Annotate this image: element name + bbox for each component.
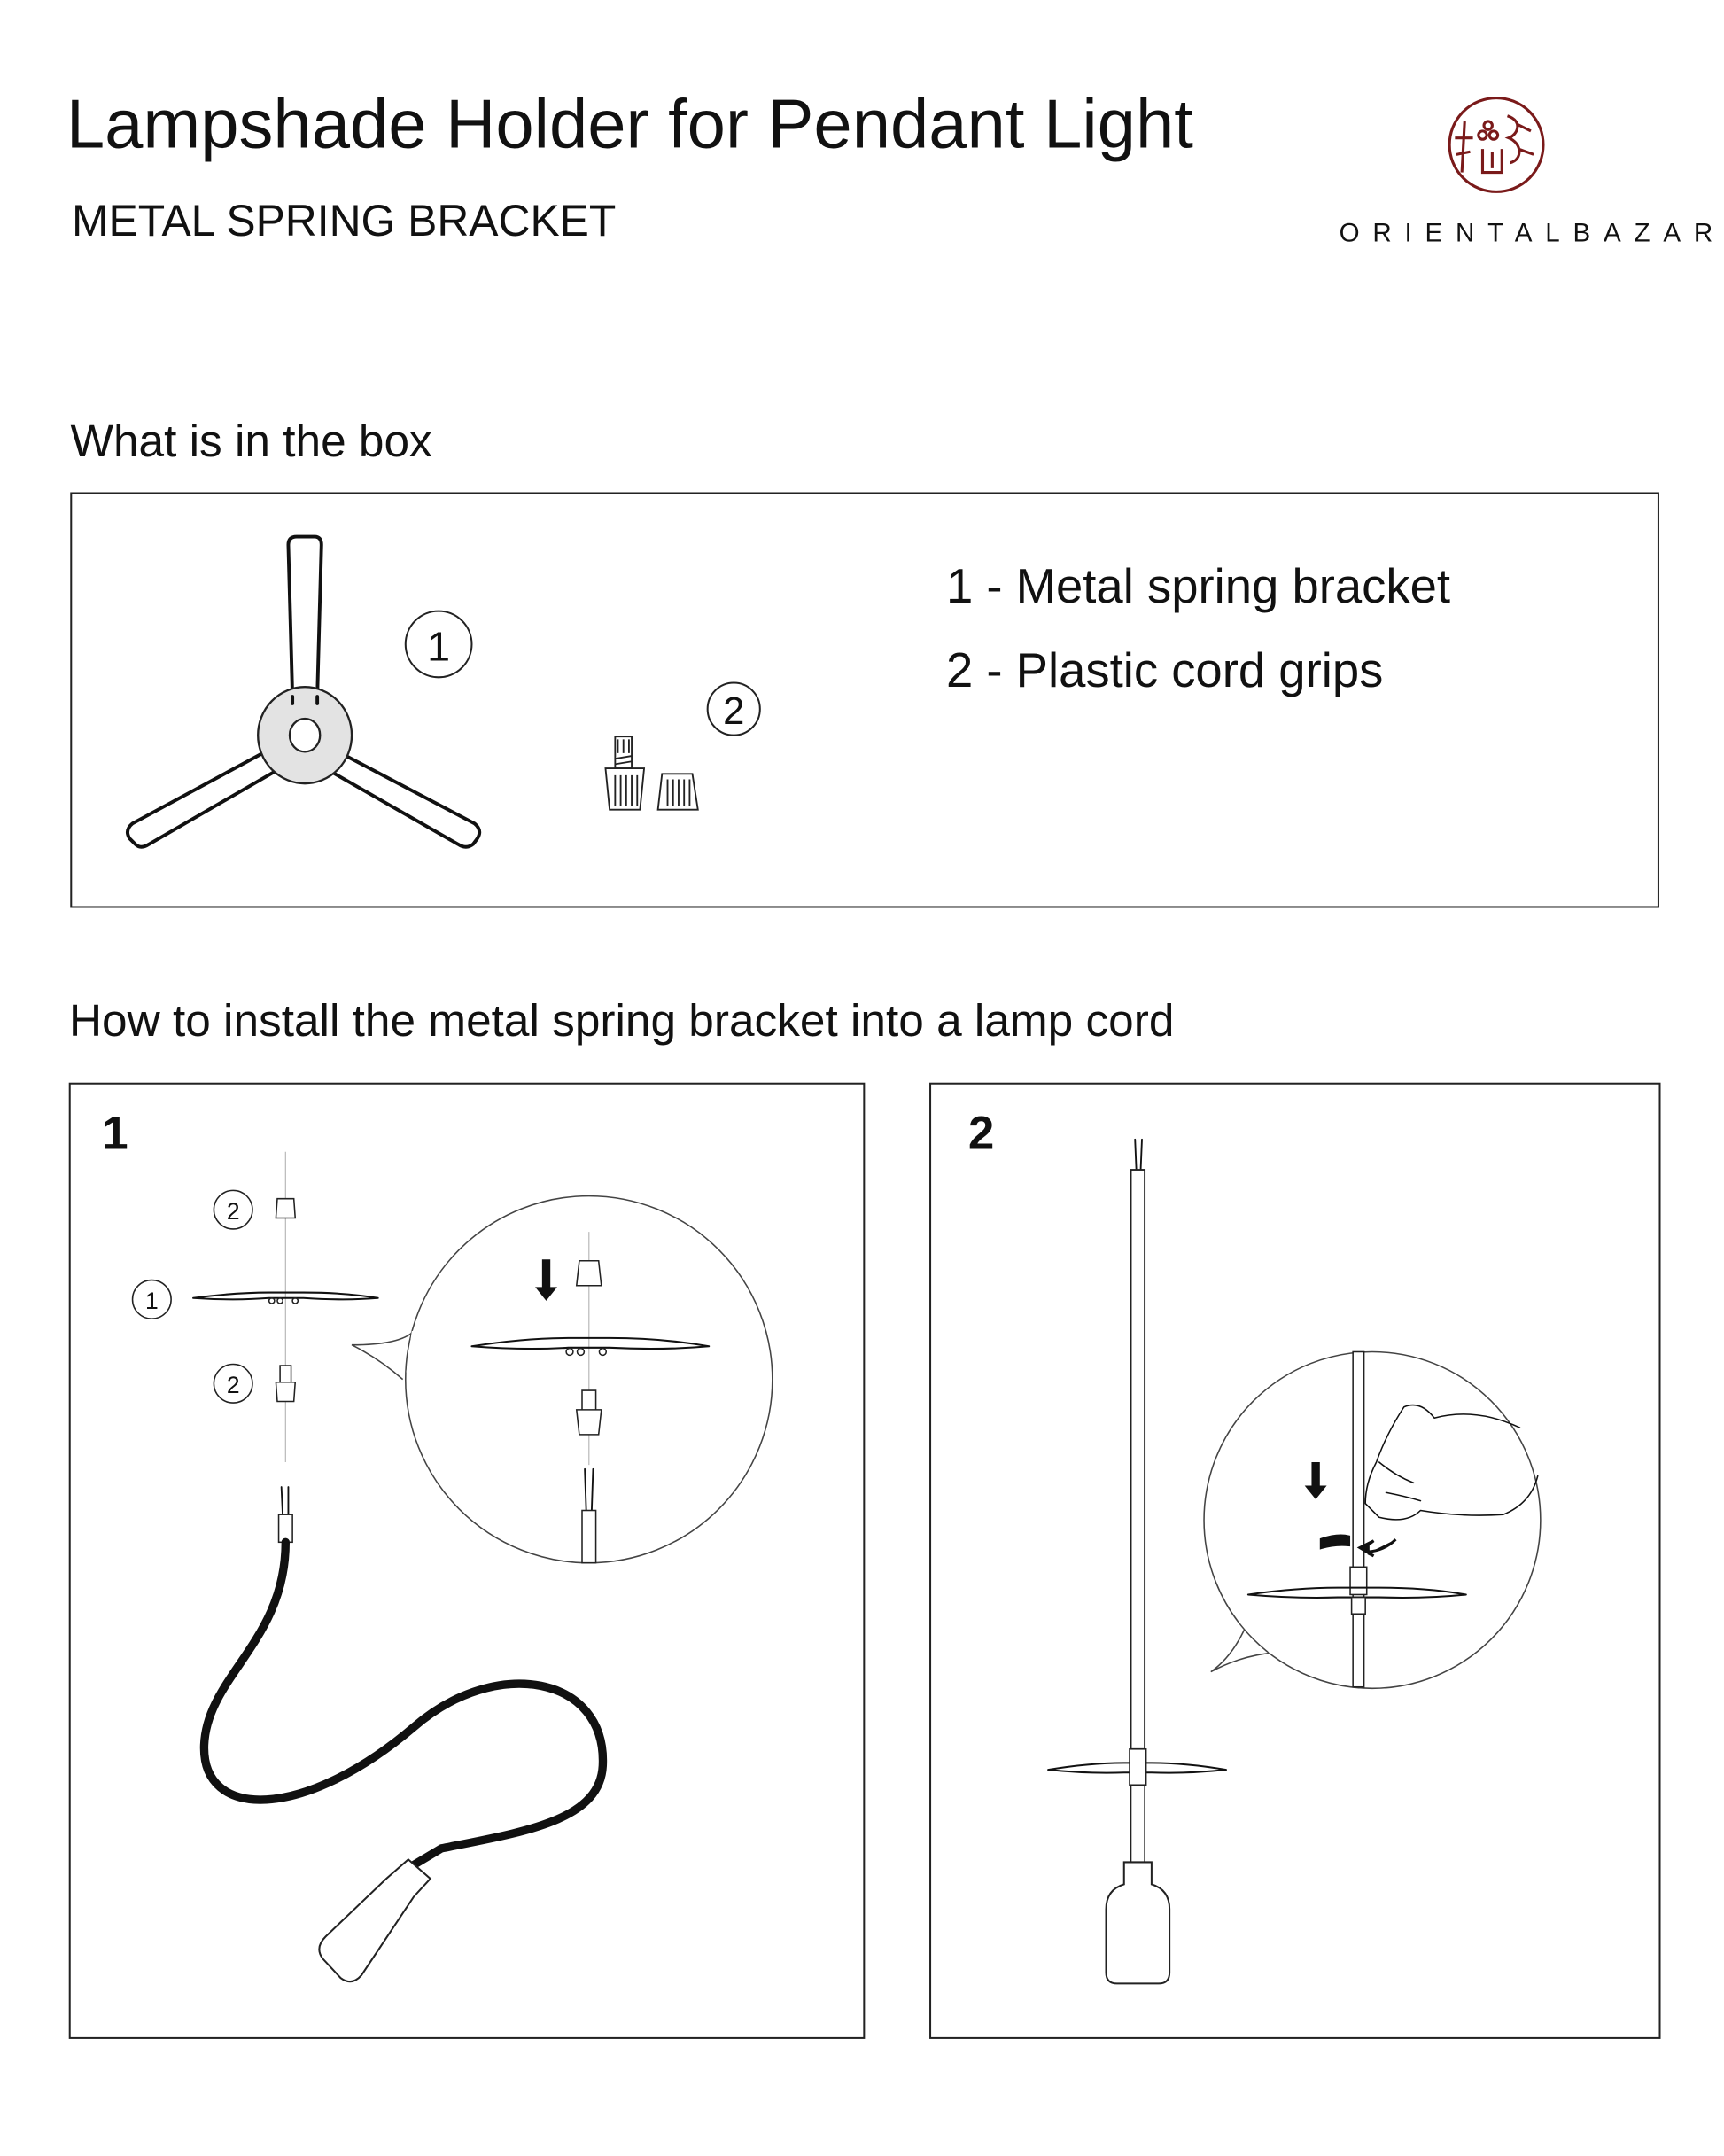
spring-bracket-illustration xyxy=(126,534,482,849)
box-item-1: 1 - Metal spring bracket xyxy=(946,559,1450,613)
down-arrow-icon xyxy=(1304,1462,1327,1500)
down-arrow-icon xyxy=(535,1259,557,1301)
box-heading: What is in the box xyxy=(70,416,432,466)
step-1-exploded-view: 2 1 2 xyxy=(131,1151,379,1463)
callout-1: 1 xyxy=(131,1279,172,1319)
callout-2: 2 xyxy=(213,1189,253,1230)
hand-illustration xyxy=(1364,1404,1539,1521)
callout-1: 1 xyxy=(404,610,473,679)
page-title: Lampshade Holder for Pendant Light xyxy=(66,87,1193,163)
step-1-panel xyxy=(68,1082,866,2039)
step-1-zoom-bubble xyxy=(351,1195,773,1564)
callout-2: 2 xyxy=(213,1363,253,1404)
svg-text:1: 1 xyxy=(427,624,450,670)
rotate-arrow-icon xyxy=(1319,1534,1397,1558)
step-1-number: 1 xyxy=(102,1108,128,1160)
lamp-cord-illustration xyxy=(199,1486,608,1983)
callout-2: 2 xyxy=(706,681,761,736)
seal-icon xyxy=(1448,96,1545,193)
svg-text:2: 2 xyxy=(227,1372,240,1398)
install-heading: How to install the metal spring bracket … xyxy=(69,995,1174,1046)
step-2-number: 2 xyxy=(968,1108,994,1160)
box-item-2: 2 - Plastic cord grips xyxy=(946,643,1383,697)
step-2-panel xyxy=(929,1082,1661,2039)
svg-text:2: 2 xyxy=(723,690,744,733)
brand-name: ORIENTALBAZAR xyxy=(1340,218,1724,247)
svg-text:2: 2 xyxy=(227,1198,240,1225)
brand-logo: ORIENTALBAZAR xyxy=(1340,96,1724,247)
page-subtitle: METAL SPRING BRACKET xyxy=(72,196,616,245)
step-2-zoom-bubble xyxy=(1203,1350,1542,1690)
svg-text:1: 1 xyxy=(145,1288,159,1314)
step-2-hanging-lamp xyxy=(1047,1138,1227,1985)
box-contents-frame xyxy=(70,492,1659,908)
cord-grips-illustration xyxy=(604,736,699,811)
